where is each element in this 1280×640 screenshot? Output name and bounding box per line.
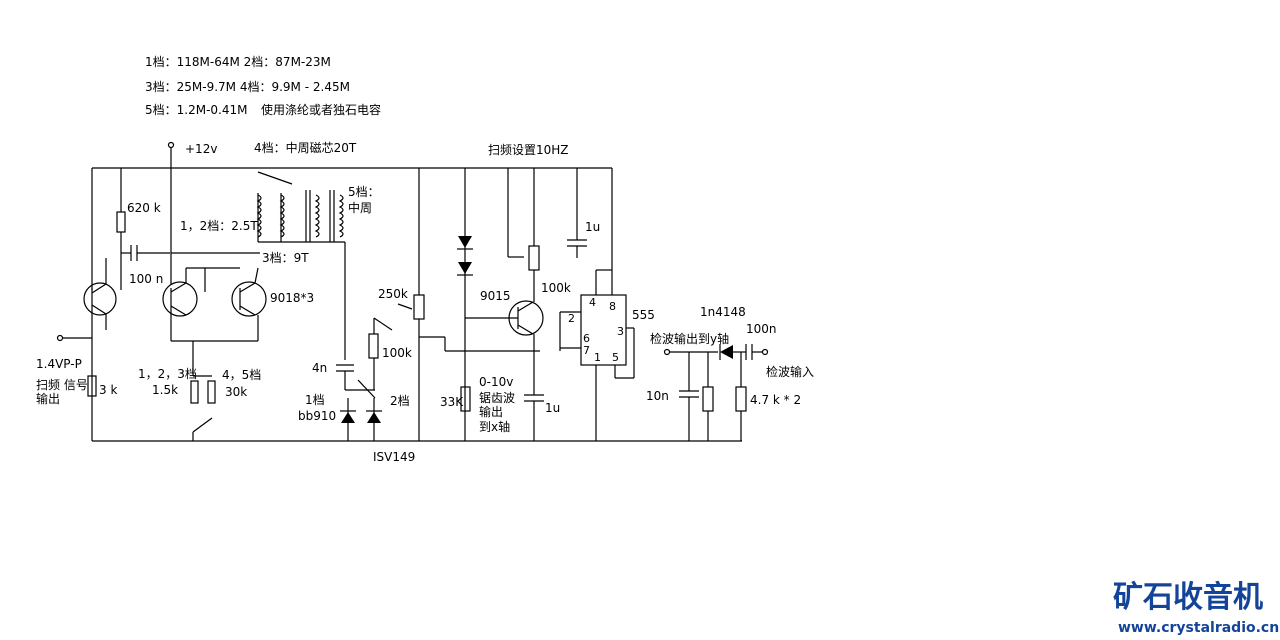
- site-logo: 矿石收音机 www.crystalradio.cn: [1113, 580, 1279, 636]
- resistor-4-7k-b: [735, 352, 747, 441]
- resistor-band-123-label: 1，2，3档: [138, 367, 197, 381]
- tap-4-label: 4档：中周磁芯20T: [254, 140, 357, 155]
- capacitor-100n-right-label: 100n: [746, 322, 777, 336]
- detector-output-label: 检波输出到y轴: [650, 331, 729, 346]
- coil-band-3-label: 3档：9T: [262, 251, 309, 265]
- output-label-2: 输出: [36, 391, 60, 406]
- capacitor-4n: [336, 364, 354, 390]
- capacitor-10n-label: 10n: [646, 389, 669, 403]
- capacitor-4n-label: 4n: [312, 361, 327, 375]
- potentiometer-100k: [507, 168, 540, 302]
- transistor-9018-label: 9018*3: [270, 291, 314, 305]
- output-transistor: [83, 258, 117, 330]
- ic-pin-2: 2: [568, 312, 575, 325]
- varicap-bb910: [340, 398, 356, 441]
- ic-pin-3: 3: [617, 325, 624, 338]
- capacitor-1u-bottom-label: 1u: [545, 401, 560, 415]
- diode-1n4148: [719, 344, 746, 360]
- transistor-q2: [162, 268, 198, 317]
- resistor-100k-mid-label: 100k: [382, 346, 412, 360]
- diode-band-2-label: 2档: [390, 394, 410, 408]
- capacitor-100n-left: [121, 245, 170, 261]
- diode-1n4148-label: 1n4148: [700, 305, 746, 319]
- potentiometer-250k-label: 250k: [378, 287, 408, 301]
- capacitor-1u-top: [567, 168, 587, 258]
- ic-555-label: 555: [632, 308, 655, 322]
- resistor-3k: [87, 375, 97, 397]
- band-switch-coil: [257, 171, 293, 185]
- diode-band-1-label: 1档: [305, 393, 325, 407]
- resistor-3k-label: 3 k: [99, 383, 117, 397]
- coil-bank: [256, 190, 346, 360]
- sawtooth-label-3: 到x轴: [479, 419, 510, 434]
- resistor-30k-label: 30k: [225, 385, 247, 399]
- ic-pin-6: 6: [583, 332, 590, 345]
- capacitor-1u-top-label: 1u: [585, 220, 600, 234]
- sweep-output-terminal: [56, 334, 92, 342]
- logo-chinese: 矿石收音机: [1113, 580, 1263, 615]
- ic-555: [580, 294, 627, 366]
- resistor-33k-label: 33K: [440, 395, 464, 409]
- resistor-30k: [207, 380, 216, 404]
- resistor-band-45-label: 4，5档: [222, 368, 261, 382]
- output-amplitude-label: 1.4VP-P: [36, 357, 82, 371]
- vcc-label: +12v: [185, 142, 217, 156]
- band-range-line-1: 1档：118M-64M 2档：87M-23M: [145, 55, 331, 69]
- band-switch-diode: [357, 379, 376, 399]
- resistor-33k: [460, 386, 471, 412]
- detector-input-label: 检波输入: [766, 364, 814, 379]
- resistor-620k: [116, 168, 126, 290]
- ic-pin-8: 8: [609, 300, 616, 313]
- resistor-1-5k-label: 1.5k: [152, 383, 178, 397]
- capacitor-note: 使用涤纶或者独石电容: [261, 102, 381, 117]
- ic-pin-7: 7: [583, 344, 590, 357]
- output-label-1: 扫频 信号: [36, 378, 88, 392]
- resistor-1-5k: [190, 380, 199, 404]
- potentiometer-250k: [397, 168, 446, 441]
- ic-pin-1: 1: [594, 351, 601, 364]
- sweep-setting-label: 扫频设置10HZ: [488, 143, 569, 157]
- resistor-4-7k-a: [702, 352, 714, 441]
- sawtooth-voltage-label: 0-10v: [479, 375, 513, 389]
- ic-pin-4: 4: [589, 296, 596, 309]
- supply-rail-top: [92, 141, 612, 169]
- logo-url: www.crystalradio.cn: [1118, 620, 1279, 636]
- capacitor-10n: [679, 352, 699, 441]
- transistor-9015: [465, 300, 544, 336]
- band-switch-emitter: [192, 417, 213, 441]
- capacitor-100n-left-label: 100 n: [129, 272, 163, 286]
- transistor-9015-label: 9015: [480, 289, 511, 303]
- band-range-line-2: 3档：25M-9.7M 4档：9.9M - 2.45M: [145, 80, 350, 94]
- coil-band-5-sub-label: 中周: [348, 200, 372, 215]
- detector-output-terminal: [663, 348, 718, 356]
- sawtooth-label-2: 输出: [479, 404, 503, 419]
- potentiometer-100k-label: 100k: [541, 281, 571, 295]
- diode-isv149-label: ISV149: [373, 450, 415, 464]
- capacitor-1u-bottom: [524, 334, 544, 441]
- sawtooth-label-1: 锯齿波: [479, 390, 515, 405]
- ic-pin-5: 5: [612, 351, 619, 364]
- coil-band-12-label: 1，2档：2.5T: [180, 219, 258, 233]
- diode-string: [457, 236, 473, 276]
- transistor-q3: [231, 267, 267, 317]
- resistor-4-7k-label: 4.7 k * 2: [750, 393, 801, 407]
- diode-bb910-label: bb910: [298, 409, 336, 423]
- capacitor-100n-right: [745, 344, 769, 360]
- resistor-100k-mid: [368, 317, 393, 390]
- coil-band-5-label: 5档：: [348, 185, 380, 199]
- resistor-620k-label: 620 k: [127, 201, 161, 215]
- varicap-isv149: [366, 398, 382, 441]
- band-range-line-3: 5档：1.2M-0.41M: [145, 103, 247, 117]
